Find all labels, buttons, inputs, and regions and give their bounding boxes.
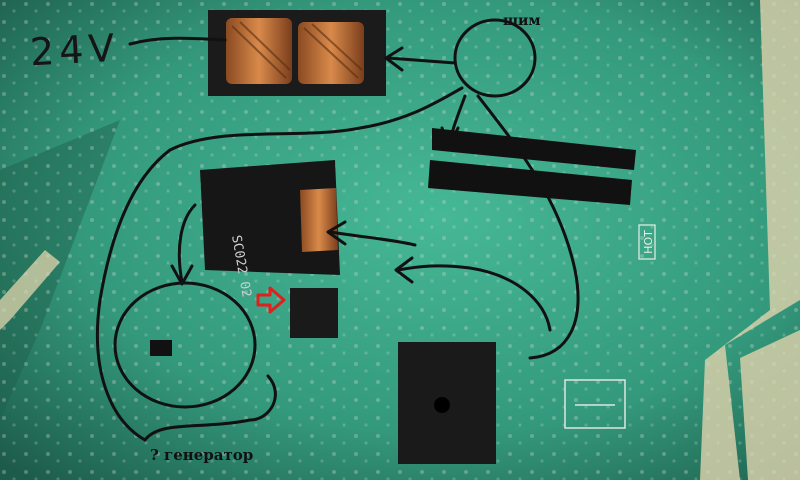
pwm-label: шим — [503, 13, 541, 29]
arrow-pwm-to-transformer — [386, 56, 457, 65]
standby-transformer: SC022 02 — [200, 160, 340, 298]
bridge-rectifier — [398, 342, 496, 464]
loop-generator-tail — [143, 374, 277, 442]
arrow-to-standby-transformer — [328, 230, 417, 247]
output-transformer — [208, 10, 386, 96]
voltage-label: 24V — [28, 25, 121, 75]
hot-label: HOT — [638, 224, 656, 260]
heatsink-slots — [428, 128, 636, 205]
arrow-to-chip-area — [396, 264, 552, 332]
line-24v-to-transformer — [128, 36, 227, 46]
oscillator-ic — [150, 340, 172, 356]
loop-generator-to-pwm — [95, 86, 464, 442]
power-mosfet — [290, 288, 338, 338]
pwm-circle — [453, 18, 537, 98]
svg-text:HOT: HOT — [642, 230, 655, 254]
small-component — [564, 379, 626, 429]
handdrawn-annotations — [95, 18, 580, 442]
generator-label: ? генератор — [150, 446, 254, 464]
curve-pwm-to-rectifier — [476, 94, 580, 360]
generator-circle — [113, 281, 257, 409]
arrow-pwm-down — [448, 94, 467, 144]
red-arrow-icon — [256, 286, 286, 314]
arrow-to-generator — [177, 203, 197, 284]
